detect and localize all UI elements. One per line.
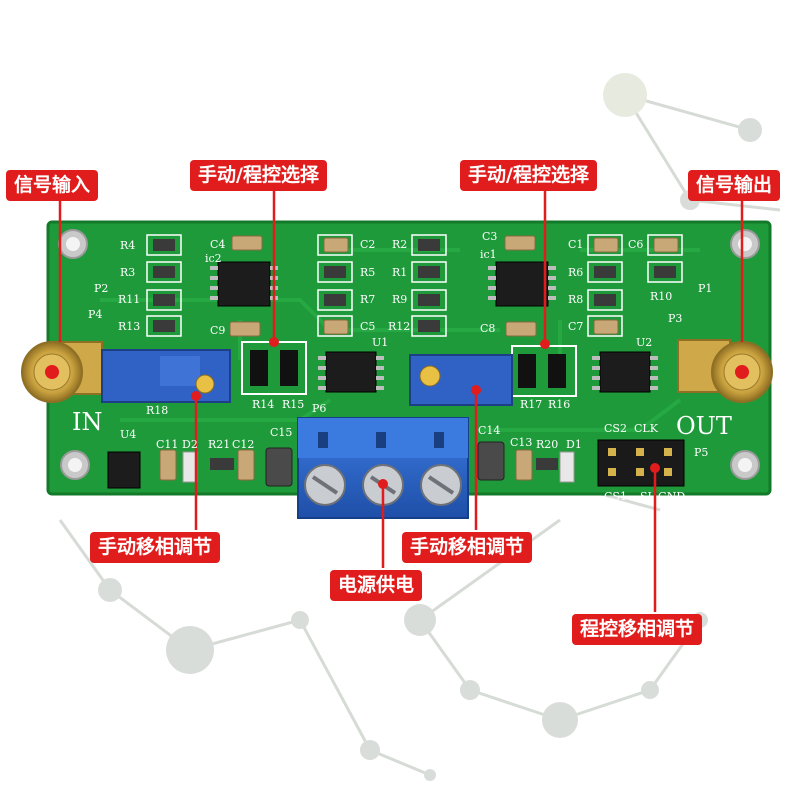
ceramic-caps: [159, 235, 679, 481]
sma-input-connector: [21, 341, 103, 403]
smd-components-left: [146, 234, 683, 337]
potentiometer-right: [409, 354, 513, 406]
sma-output-connector: [677, 339, 773, 403]
pin-header-p5: [597, 439, 685, 487]
callout-signal-input: 信号输入: [6, 170, 99, 201]
callout-manual-program-select-left: 手动/程控选择: [190, 160, 327, 191]
callout-manual-phase-adjust-left: 手动移相调节: [90, 532, 221, 563]
ic-chips: [107, 261, 651, 489]
potentiometer-left: [101, 349, 231, 403]
callout-signal-output: 信号输出: [688, 170, 781, 201]
led-indicators: [182, 451, 575, 483]
callout-manual-phase-adjust-right: 手动移相调节: [402, 532, 533, 563]
smd-parts: [153, 239, 676, 332]
callout-leader-lines: [58, 190, 744, 612]
callout-power-supply: 电源供电: [330, 570, 423, 601]
callout-manual-program-select-right: 手动/程控选择: [460, 160, 597, 191]
callout-program-phase-adjust: 程控移相调节: [572, 614, 703, 645]
